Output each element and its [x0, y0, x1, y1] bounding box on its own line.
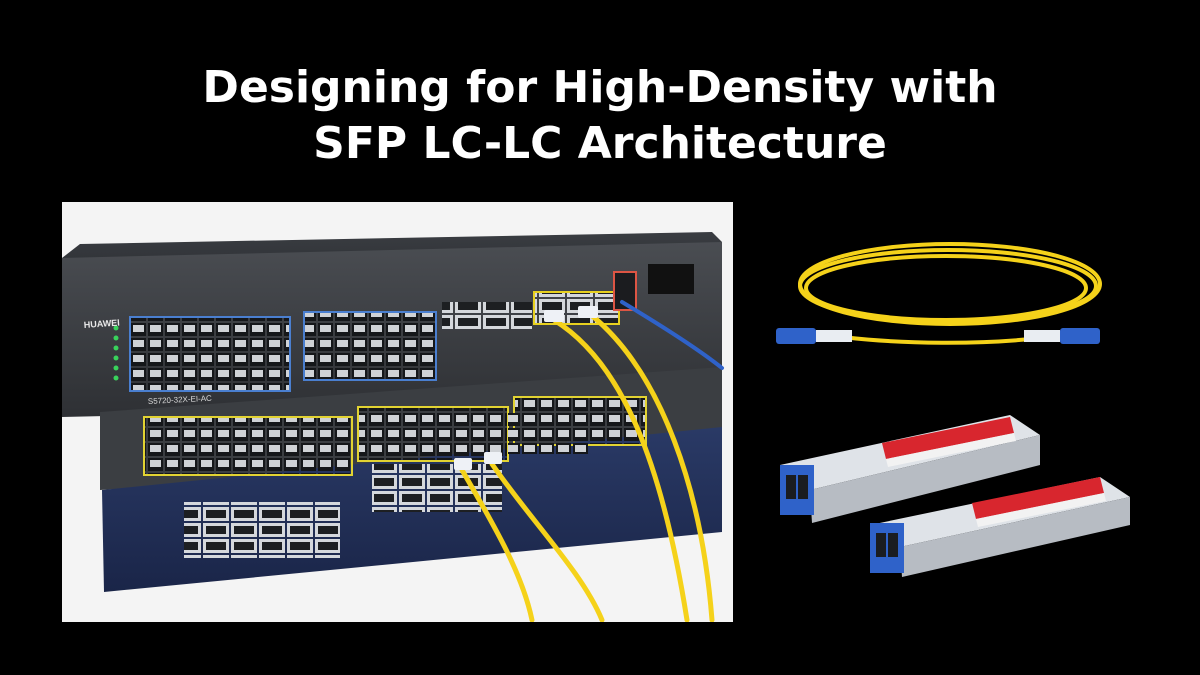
lc-connector-left-icon	[776, 328, 852, 344]
page-title: Designing for High-Density with SFP LC-L…	[0, 60, 1200, 172]
sfp-modules-photo	[770, 395, 1140, 580]
sfp-module-1-icon	[780, 415, 1040, 523]
lc-connector-right-icon	[1024, 328, 1100, 344]
switch-model-label: S5720-32X-EI-AC	[148, 394, 213, 406]
sfp-module-2-icon	[870, 477, 1130, 577]
lc-patch-cable-photo	[768, 236, 1108, 356]
switch-brand-label: HUAWEI	[83, 318, 120, 330]
title-line-1: Designing for High-Density with	[202, 62, 998, 113]
switch-stack-photo: HUAWEI S5720-32X-EI-AC	[62, 202, 733, 622]
title-line-2: SFP LC-LC Architecture	[313, 118, 887, 169]
